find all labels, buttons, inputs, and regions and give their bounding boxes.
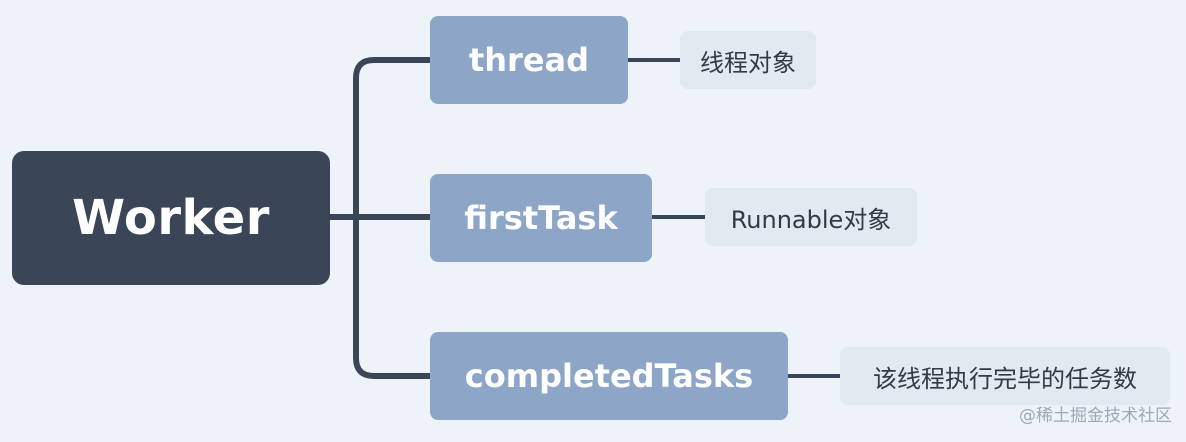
- root-node-worker: Worker: [12, 151, 330, 285]
- note-firsttask: Runnable对象: [705, 188, 917, 246]
- note-thread: 线程对象: [680, 31, 816, 89]
- branch-node-thread: thread: [430, 16, 628, 104]
- branch-node-firsttask: firstTask: [430, 174, 652, 262]
- note-completedtasks: 该线程执行完毕的任务数: [840, 347, 1170, 405]
- branch-node-completedtasks: completedTasks: [430, 332, 788, 420]
- watermark-text: @稀土掘金技术社区: [1019, 406, 1172, 426]
